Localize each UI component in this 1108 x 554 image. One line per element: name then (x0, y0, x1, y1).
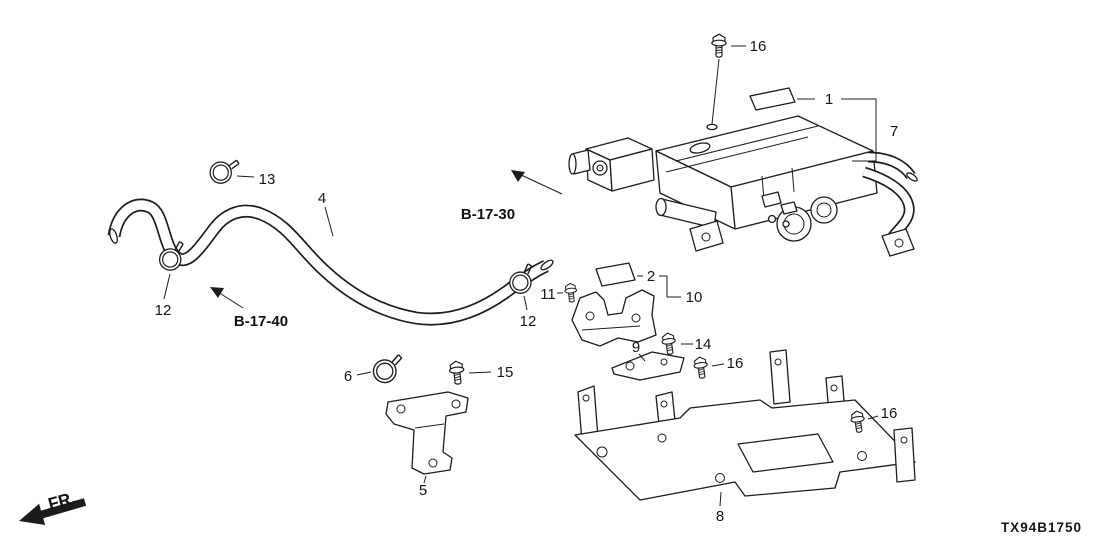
fr-direction-arrow (19, 498, 87, 525)
callout-6: 6 (344, 368, 352, 385)
bracket-10 (571, 289, 657, 347)
hose-clamp-6 (372, 354, 403, 384)
fr-label: FR. (46, 488, 77, 513)
callout-2: 2 (647, 268, 655, 285)
bolt-16-top (711, 33, 727, 58)
hose-end-right (540, 259, 554, 271)
callout-8: 8 (716, 508, 724, 525)
ref-b-17-40: B-17-40 (234, 313, 288, 330)
hose-clamp-13 (207, 154, 241, 187)
water-hose-4 (107, 198, 554, 326)
callout-1: 1 (825, 91, 833, 108)
callout-16-mid: 16 (727, 355, 744, 372)
leader-lines (163, 45, 879, 507)
bolt-14 (660, 331, 678, 356)
hose-end-left (109, 228, 118, 244)
label-sticker-1 (749, 87, 796, 111)
diagram-code: TX94B1750 (1001, 520, 1082, 535)
stay-9 (611, 351, 685, 381)
callout-10: 10 (686, 289, 703, 306)
bracket-5 (385, 391, 469, 475)
callout-12-left: 12 (155, 302, 172, 319)
label-sticker-2 (595, 262, 636, 287)
bolt-15 (448, 359, 466, 386)
callout-14: 14 (695, 336, 712, 353)
callout-15: 15 (497, 364, 514, 381)
ref-b-17-30: B-17-30 (461, 206, 515, 223)
hose-fill (109, 200, 549, 324)
callout-7: 7 (890, 123, 898, 140)
callout-9: 9 (632, 339, 640, 356)
bolt-16-mid (692, 355, 710, 380)
ref-arrow-b-17-40 (210, 287, 244, 309)
callout-5: 5 (419, 482, 427, 499)
callout-12-mid: 12 (520, 313, 537, 330)
callout-13: 13 (259, 171, 276, 188)
callout-16-top: 16 (750, 38, 767, 55)
tray-bracket-8 (574, 349, 916, 501)
callout-11: 11 (540, 286, 556, 303)
ref-arrow-b-17-30 (511, 170, 563, 195)
callout-4: 4 (318, 190, 326, 207)
callout-16-right: 16 (881, 405, 898, 422)
heater-unit-7 (568, 115, 918, 257)
bolt-11 (563, 282, 579, 304)
